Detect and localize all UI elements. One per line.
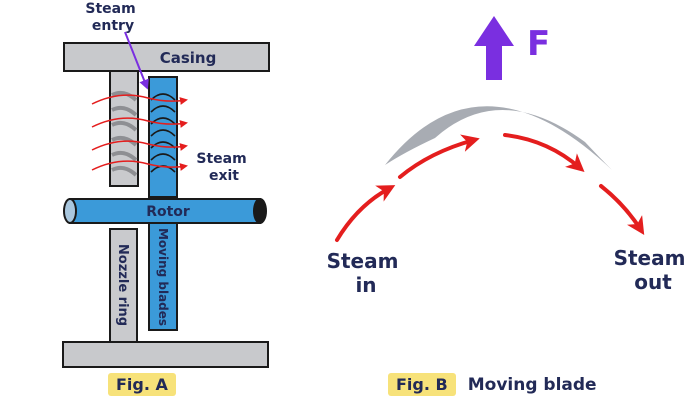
steam-entry-label: Steam entry (85, 1, 140, 34)
blade-steam-flow (335, 133, 645, 242)
steam-exit-line-1: Steam (196, 151, 246, 167)
nozzle-ring-label: Nozzle ring (115, 244, 130, 326)
steam-entry-pointer (124, 31, 149, 90)
fig-b-subtitle: Moving blade (467, 374, 597, 395)
force-label: F (527, 24, 550, 64)
fig-b-caption: Fig. B Moving blade (388, 373, 597, 396)
steam-in-line-1: Steam (327, 249, 399, 273)
steam-exit-line-2: exit (209, 168, 239, 184)
top-casing (63, 42, 270, 72)
fig-a: Casing (62, 1, 270, 368)
fig-a-tag: Fig. A (108, 373, 176, 396)
fig-b-tag: Fig. B (388, 373, 456, 396)
flow-out-arrow (599, 184, 645, 236)
flow-exit-arrow (503, 133, 585, 172)
steam-in-line-2: in (355, 273, 376, 297)
nozzle-ring-hatching (111, 90, 138, 177)
moving-blades-upper (148, 76, 178, 198)
steam-out-line-2: out (634, 270, 672, 294)
steam-in-label: Steam in (327, 249, 406, 297)
flow-middle-arrow (398, 134, 480, 179)
fig-a-caption: Fig. A (108, 373, 176, 396)
bottom-casing (62, 341, 269, 368)
rotor-end-right (253, 198, 267, 224)
steam-out-label: Steam out (614, 246, 693, 294)
rotor-end-left (63, 198, 77, 224)
rotor-label: Rotor (146, 204, 190, 220)
steam-out-line-1: Steam (614, 246, 686, 270)
fig-b: F Steam in Steam out (327, 16, 693, 297)
force-arrow-icon (474, 16, 514, 80)
moving-blade-shape (385, 106, 612, 170)
moving-blades-lower (148, 222, 178, 331)
steam-flow-arrows (91, 94, 188, 171)
steam-entry-line-1: Steam (85, 1, 135, 17)
casing-label: Casing (160, 49, 217, 67)
steam-entry-line-2: entry (92, 18, 134, 34)
steam-exit-label: Steam exit (196, 151, 251, 184)
flow-in-arrow (335, 185, 396, 242)
moving-blades-label: Moving blades (156, 228, 170, 326)
nozzle-ring-lower (109, 228, 138, 343)
